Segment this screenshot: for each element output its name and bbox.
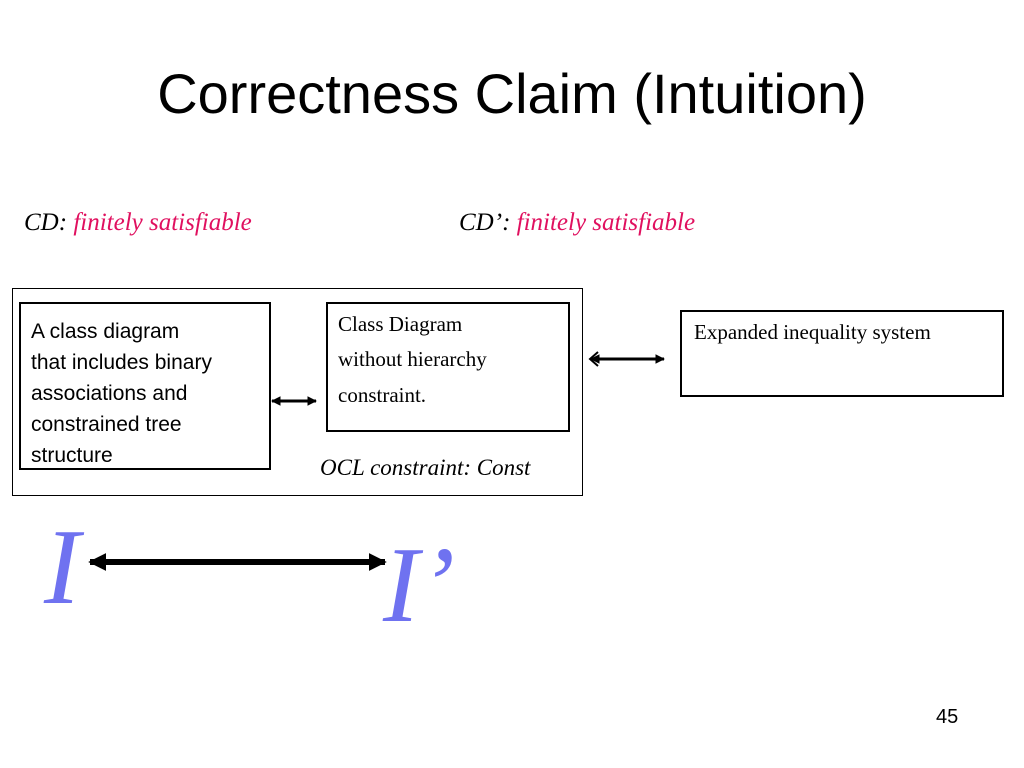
- class-diagram-box: A class diagram that includes binary ass…: [19, 302, 271, 470]
- inequality-system-box: Expanded inequality system: [680, 310, 1004, 397]
- cd-right-label: CD’: finitely satisfiable: [459, 209, 695, 237]
- no-hierarchy-box: Class Diagram without hierarchy constrai…: [326, 302, 570, 432]
- class-diagram-line: A class diagram: [31, 320, 180, 343]
- no-hierarchy-line: Class Diagram: [338, 312, 463, 336]
- ocl-constraint-label: OCL constraint: Const: [320, 455, 531, 480]
- class-diagram-line: that includes binary: [31, 351, 212, 374]
- class-diagram-line: constrained tree: [31, 413, 182, 436]
- inequality-system-label: Expanded inequality system: [694, 320, 931, 344]
- double-arrow-to-inequality: [588, 351, 665, 367]
- cd-right-property: finitely satisfiable: [516, 209, 696, 236]
- instance-i-label: I: [44, 508, 80, 627]
- class-diagram-line: structure: [31, 444, 113, 467]
- no-hierarchy-line: constraint.: [338, 383, 427, 407]
- slide-title: Correctness Claim (Intuition): [157, 62, 867, 125]
- cd-right-colon: :: [502, 209, 511, 236]
- cd-left-label: CD: finitely satisfiable: [24, 209, 252, 237]
- instance-i-prime-label: I’: [383, 526, 455, 645]
- cd-left-property: finitely satisfiable: [73, 209, 252, 236]
- page-number: 45: [936, 706, 959, 728]
- class-diagram-line: associations and: [31, 382, 188, 405]
- transformation-frame: [12, 288, 583, 496]
- no-hierarchy-line: without hierarchy: [338, 347, 487, 371]
- cd-right-name: CD’: [459, 209, 503, 236]
- cd-left-colon: :: [58, 209, 68, 236]
- cd-left-name: CD: [24, 209, 59, 236]
